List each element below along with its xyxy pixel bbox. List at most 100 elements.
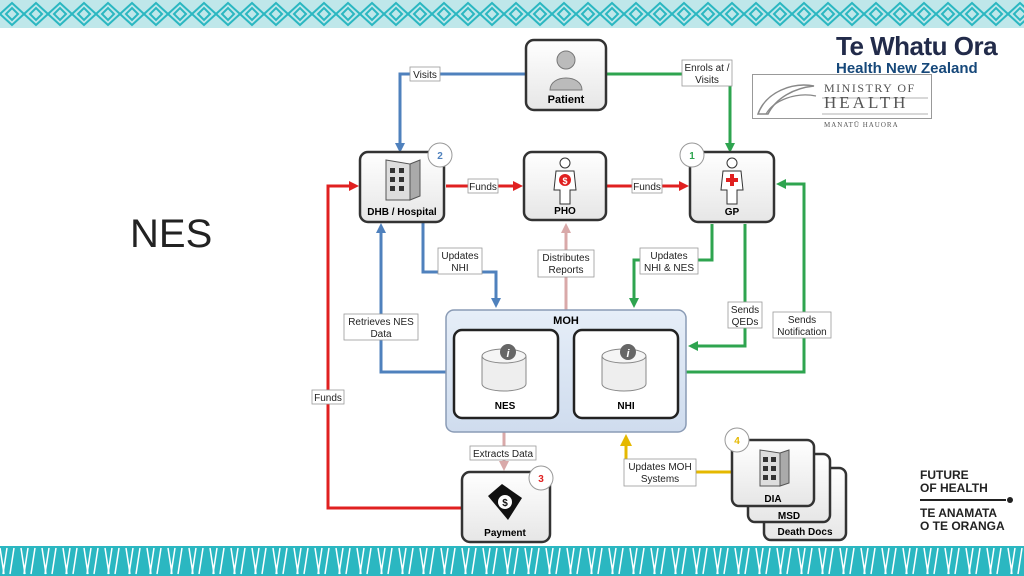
- diamond-pattern-icon: [364, 6, 380, 22]
- diamond-pattern-icon: [532, 6, 548, 22]
- stripe-pattern-icon: [9, 547, 15, 575]
- stripe-pattern-icon: [464, 547, 470, 575]
- stripe-pattern-icon: [891, 547, 897, 575]
- label-updates-nhi-nes-line2: NHI & NES: [644, 263, 694, 274]
- diamond-pattern-icon: [124, 6, 140, 22]
- person-dollar-icon: $: [553, 157, 577, 205]
- stripe-pattern-icon: [296, 547, 302, 575]
- diamond-pattern-icon: [4, 6, 20, 22]
- stripe-pattern-icon: [597, 547, 603, 575]
- stripe-pattern-icon: [569, 547, 575, 575]
- stripe-pattern-icon: [821, 547, 827, 575]
- future-of-health-divider: [920, 497, 1013, 503]
- edge-payment-dhb: [326, 181, 462, 510]
- node-payment-badge: 3: [538, 474, 544, 485]
- stripe-pattern-icon: [506, 547, 512, 575]
- label-sends-notif-line1: Sends: [788, 315, 816, 326]
- stripe-pattern-icon: [93, 547, 99, 575]
- stripe-pattern-icon: [786, 547, 792, 575]
- stripe-pattern-icon: [345, 547, 351, 575]
- future-of-health-line2: OF HEALTH: [920, 481, 988, 495]
- edge-gp-moh-qeds: [688, 224, 747, 351]
- label-extracts: Extracts Data: [473, 449, 533, 460]
- diamond-pattern-icon: [844, 6, 860, 22]
- node-nes: i NES: [452, 328, 560, 420]
- stripe-pattern-icon: [611, 547, 617, 575]
- diamond-pattern-icon: [52, 6, 68, 22]
- stripe-pattern-icon: [926, 547, 932, 575]
- ministry-logo-line3: MANATŪ HAUORA: [824, 121, 899, 129]
- node-dia: DIA 4: [724, 427, 816, 508]
- label-funds-pho-gp: Funds: [633, 182, 661, 193]
- stripe-pattern-icon: [422, 547, 428, 575]
- stripe-pattern-icon: [170, 547, 176, 575]
- stripe-pattern-icon: [30, 547, 36, 575]
- building-icon: [385, 159, 421, 201]
- node-dia-badge: 4: [734, 436, 740, 447]
- stripe-pattern-icon: [107, 547, 113, 575]
- label-sends-notif-line2: Notification: [777, 327, 826, 338]
- stripe-pattern-icon: [576, 547, 582, 575]
- diamond-pattern-icon: [244, 6, 260, 22]
- stripe-pattern-icon: [275, 547, 281, 575]
- future-of-health-line1: FUTURE: [920, 468, 969, 482]
- stripe-pattern-icon: [324, 547, 330, 575]
- diamond-pattern-icon: [820, 6, 836, 22]
- stripe-pattern-icon: [779, 547, 785, 575]
- diamond-pattern-icon: [76, 6, 92, 22]
- stripe-pattern-icon: [65, 547, 71, 575]
- te-whatu-ora-logo-title: Te Whatu Ora: [836, 31, 998, 61]
- stripe-pattern-icon: [870, 547, 876, 575]
- diamond-pattern-icon: [1012, 6, 1024, 22]
- stripe-pattern-icon: [905, 547, 911, 575]
- stripe-pattern-icon: [695, 547, 701, 575]
- stripe-pattern-icon: [912, 547, 918, 575]
- stripe-pattern-icon: [86, 547, 92, 575]
- stripe-pattern-icon: [758, 547, 764, 575]
- diamond-pattern-icon: [460, 6, 476, 22]
- node-gp: GP 1: [679, 142, 776, 224]
- svg-text:i: i: [506, 348, 510, 360]
- label-updates-moh-line2: Systems: [641, 474, 679, 485]
- node-msd-label: MSD: [778, 511, 800, 522]
- stripe-pattern-icon: [660, 547, 666, 575]
- stripe-pattern-icon: [135, 547, 141, 575]
- ministry-logo-line1: MINISTRY OF: [824, 81, 916, 95]
- diamond-pattern-icon: [484, 6, 500, 22]
- stripe-pattern-icon: [380, 547, 386, 575]
- svg-text:$: $: [502, 498, 508, 509]
- diamond-pattern-icon: [652, 6, 668, 22]
- database-info-icon: i: [481, 344, 527, 392]
- diamond-pattern-icon: [772, 6, 788, 22]
- label-retrieves-line2: Data: [370, 329, 392, 340]
- diamond-pattern-icon: [964, 6, 980, 22]
- stripe-pattern-icon: [989, 547, 995, 575]
- diamond-pattern-icon: [940, 6, 956, 22]
- stripe-pattern-icon: [471, 547, 477, 575]
- stripe-pattern-icon: [842, 547, 848, 575]
- node-dhb: DHB / Hospital 2: [358, 142, 453, 224]
- label-distributes-line1: Distributes: [542, 253, 589, 264]
- diamond-pattern-icon: [988, 6, 1004, 22]
- stripe-pattern-icon: [828, 547, 834, 575]
- node-pho-label: PHO: [554, 206, 576, 217]
- label-visits: Visits: [413, 70, 437, 81]
- diamond-pattern-icon: [604, 6, 620, 22]
- person-icon: [549, 50, 583, 91]
- stripe-pattern-icon: [177, 547, 183, 575]
- stripe-pattern-icon: [401, 547, 407, 575]
- node-patient-label: Patient: [548, 94, 585, 106]
- stripe-pattern-icon: [975, 547, 981, 575]
- stripe-pattern-icon: [191, 547, 197, 575]
- stripe-pattern-icon: [807, 547, 813, 575]
- node-gp-label: GP: [725, 207, 740, 218]
- diamond-pattern-icon: [220, 6, 236, 22]
- label-enrols-line1: Enrols at /: [684, 63, 729, 74]
- stripe-pattern-icon: [1017, 547, 1023, 575]
- bottom-pattern-band: [0, 546, 1024, 576]
- diamond-pattern-icon: [100, 6, 116, 22]
- stripe-pattern-icon: [51, 547, 57, 575]
- stripe-pattern-icon: [513, 547, 519, 575]
- diamond-pattern-icon: [292, 6, 308, 22]
- label-sends-qeds-line2: QEDs: [732, 317, 759, 328]
